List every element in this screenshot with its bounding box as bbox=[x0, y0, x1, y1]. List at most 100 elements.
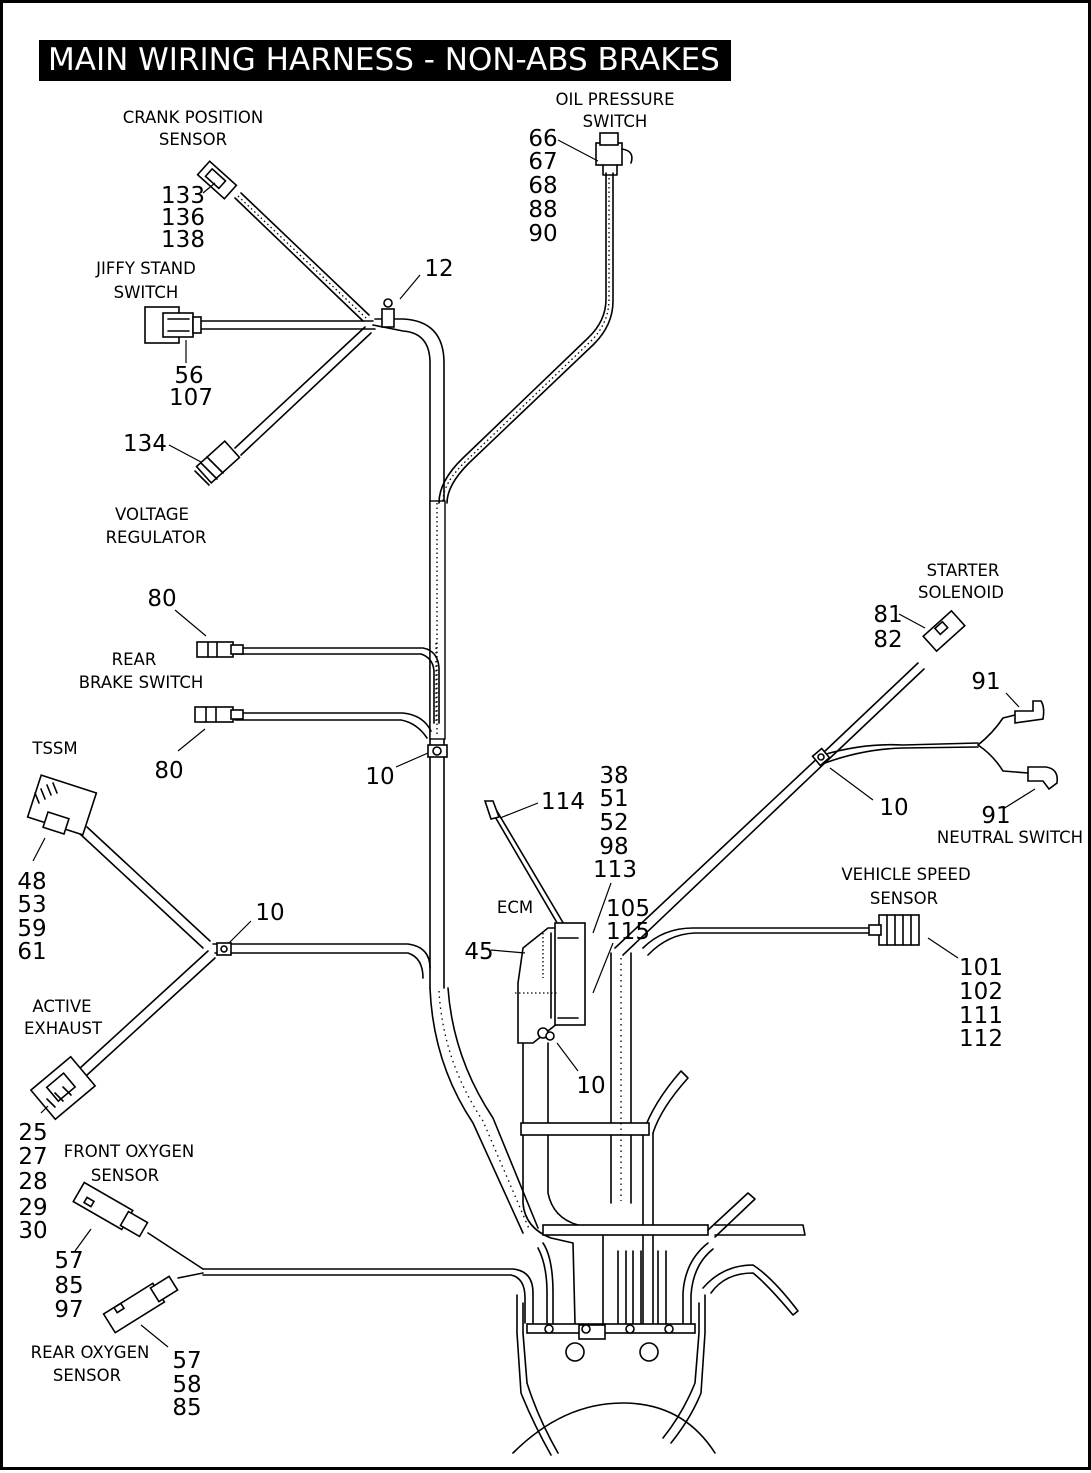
svg-text:CRANK POSITION: CRANK POSITION bbox=[123, 108, 264, 127]
jiffy-stand-switch-connector[interactable] bbox=[144, 306, 202, 344]
svg-text:112: 112 bbox=[959, 1026, 1003, 1052]
tssm-connector[interactable] bbox=[26, 774, 98, 836]
svg-text:82: 82 bbox=[873, 627, 902, 653]
ecm-refs-top: 38 51 52 98 113 bbox=[593, 763, 637, 883]
svg-text:107: 107 bbox=[169, 385, 213, 411]
svg-text:VEHICLE SPEED: VEHICLE SPEED bbox=[841, 865, 970, 884]
rear-brake-switch-connector-upper[interactable] bbox=[196, 641, 244, 658]
clip-10-trunk[interactable] bbox=[427, 744, 448, 758]
ecm-module[interactable] bbox=[483, 800, 586, 1044]
svg-text:59: 59 bbox=[17, 916, 46, 942]
tssm-label: TSSM bbox=[31, 739, 77, 758]
ecm-ref-left: 45 bbox=[464, 939, 493, 965]
crank-position-sensor-refs: 133 136 138 bbox=[161, 183, 205, 253]
rear-oxygen-sensor-refs: 57 58 85 bbox=[172, 1348, 201, 1421]
svg-text:85: 85 bbox=[54, 1273, 83, 1299]
svg-text:111: 111 bbox=[959, 1003, 1003, 1029]
svg-text:138: 138 bbox=[161, 227, 205, 253]
clip-10-right-ref: 10 bbox=[879, 795, 908, 821]
oil-pressure-switch-connector[interactable] bbox=[595, 132, 633, 176]
front-oxygen-sensor-connector[interactable] bbox=[72, 1181, 149, 1238]
leader-lines bbox=[32, 139, 1036, 1348]
svg-text:SWITCH: SWITCH bbox=[114, 283, 179, 302]
diagram-title: MAIN WIRING HARNESS - NON-ABS BRAKES bbox=[39, 40, 731, 81]
frame-screw-4 bbox=[664, 1324, 674, 1334]
svg-text:JIFFY STAND: JIFFY STAND bbox=[95, 259, 196, 278]
svg-text:102: 102 bbox=[959, 979, 1003, 1005]
starter-solenoid-connector[interactable] bbox=[922, 609, 966, 653]
svg-text:53: 53 bbox=[17, 892, 46, 918]
svg-text:FRONT OXYGEN: FRONT OXYGEN bbox=[64, 1142, 194, 1161]
svg-text:SOLENOID: SOLENOID bbox=[918, 583, 1004, 602]
frame-hole-right bbox=[639, 1342, 659, 1362]
svg-text:90: 90 bbox=[528, 221, 557, 247]
clip-10-ecm[interactable] bbox=[545, 1031, 555, 1041]
svg-text:VOLTAGE: VOLTAGE bbox=[115, 505, 189, 524]
wiring-diagram: CRANK POSITION SENSOR 133 136 138 OIL PR… bbox=[17, 90, 1083, 1456]
svg-text:REAR: REAR bbox=[112, 650, 157, 669]
svg-text:57: 57 bbox=[172, 1348, 201, 1374]
voltage-regulator-ref: 134 bbox=[123, 431, 167, 457]
svg-text:115: 115 bbox=[606, 919, 650, 945]
clip-12[interactable] bbox=[381, 298, 395, 328]
voltage-regulator-connector[interactable] bbox=[194, 439, 241, 486]
svg-text:85: 85 bbox=[172, 1395, 201, 1421]
jiffy-stand-switch-label: JIFFY STAND SWITCH bbox=[95, 259, 196, 302]
svg-text:88: 88 bbox=[528, 197, 557, 223]
svg-text:61: 61 bbox=[17, 939, 46, 965]
rear-oxygen-sensor-label: REAR OXYGEN SENSOR bbox=[31, 1343, 150, 1385]
neutral-switch-connector-upper[interactable] bbox=[1014, 700, 1045, 724]
svg-text:SENSOR: SENSOR bbox=[91, 1166, 159, 1185]
rear-brake-switch-ref-upper: 80 bbox=[147, 586, 176, 612]
rear-brake-switch-connector-lower[interactable] bbox=[194, 706, 244, 723]
svg-text:30: 30 bbox=[18, 1218, 47, 1244]
jiffy-stand-switch-refs: 56 107 bbox=[169, 363, 213, 411]
active-exhaust-connector[interactable] bbox=[29, 1055, 97, 1121]
svg-text:38: 38 bbox=[599, 763, 628, 789]
clip-10-left[interactable] bbox=[216, 942, 232, 956]
svg-text:58: 58 bbox=[172, 1372, 201, 1398]
vehicle-speed-sensor-refs: 101 102 111 112 bbox=[959, 955, 1003, 1052]
svg-text:136: 136 bbox=[161, 205, 205, 231]
active-exhaust-label: ACTIVE EXHAUST bbox=[24, 997, 103, 1038]
frame-crossbar-lower bbox=[542, 1224, 709, 1236]
frame-screw-2 bbox=[581, 1324, 591, 1334]
svg-text:98: 98 bbox=[599, 834, 628, 860]
svg-text:REAR OXYGEN: REAR OXYGEN bbox=[31, 1343, 150, 1362]
vehicle-speed-sensor-connector[interactable] bbox=[868, 914, 920, 946]
svg-text:48: 48 bbox=[17, 869, 46, 895]
clip-12-ref: 12 bbox=[424, 256, 453, 282]
svg-text:81: 81 bbox=[873, 602, 902, 628]
svg-text:133: 133 bbox=[161, 183, 205, 209]
clip-10-left-ref: 10 bbox=[255, 900, 284, 926]
svg-text:101: 101 bbox=[959, 955, 1003, 981]
neutral-switch-connector-lower[interactable] bbox=[1027, 766, 1059, 791]
rear-oxygen-sensor-connector[interactable] bbox=[102, 1275, 179, 1334]
corrugated-conduits bbox=[237, 178, 622, 1232]
svg-text:SWITCH: SWITCH bbox=[583, 112, 648, 131]
svg-text:67: 67 bbox=[528, 149, 557, 175]
starter-solenoid-refs: 81 82 bbox=[873, 602, 902, 653]
svg-text:29: 29 bbox=[18, 1195, 47, 1221]
svg-text:ACTIVE: ACTIVE bbox=[32, 997, 91, 1016]
voltage-regulator-label: VOLTAGE REGULATOR bbox=[106, 505, 207, 547]
oil-pressure-switch-label: OIL PRESSURE SWITCH bbox=[555, 90, 674, 131]
svg-text:27: 27 bbox=[18, 1144, 47, 1170]
active-exhaust-refs: 25 27 28 29 30 bbox=[18, 1120, 47, 1244]
rear-brake-switch-label: REAR BRAKE SWITCH bbox=[79, 650, 204, 692]
neutral-switch-label: NEUTRAL SWITCH bbox=[937, 828, 1083, 847]
rear-brake-switch-ref-lower: 80 bbox=[154, 758, 183, 784]
frame-hole-left bbox=[565, 1342, 585, 1362]
svg-text:56: 56 bbox=[174, 363, 203, 389]
clip-10-ecm-ref: 10 bbox=[576, 1073, 605, 1099]
svg-text:STARTER: STARTER bbox=[927, 561, 1000, 580]
clip-10-right[interactable] bbox=[811, 747, 831, 767]
frame-mount-plate bbox=[526, 1323, 696, 1334]
svg-text:25: 25 bbox=[18, 1120, 47, 1146]
neutral-switch-ref-upper: 91 bbox=[971, 669, 1000, 695]
svg-text:97: 97 bbox=[54, 1297, 83, 1323]
svg-text:57: 57 bbox=[54, 1248, 83, 1274]
svg-text:OIL PRESSURE: OIL PRESSURE bbox=[555, 90, 674, 109]
svg-text:BRAKE SWITCH: BRAKE SWITCH bbox=[79, 673, 204, 692]
